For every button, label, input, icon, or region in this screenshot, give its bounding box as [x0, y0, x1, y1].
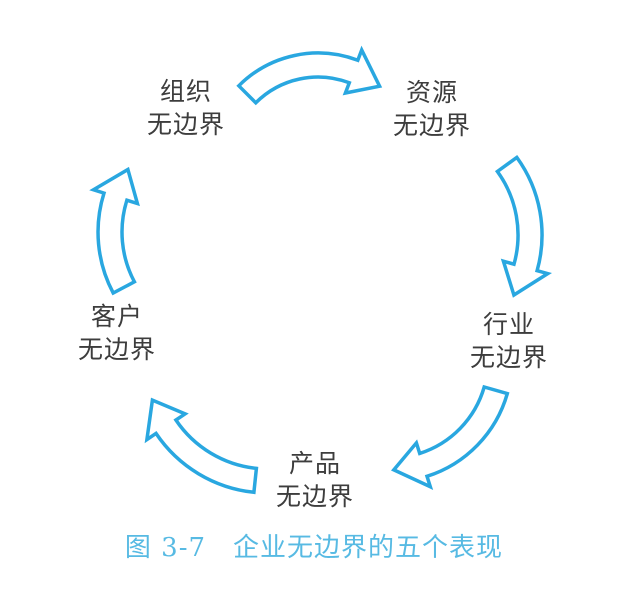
- node-customer: 客户 无边界: [78, 300, 156, 366]
- node-industry: 行业 无边界: [470, 308, 548, 374]
- node-product: 产品 无边界: [276, 447, 354, 513]
- figure-caption: 图 3-7 企业无边界的五个表现: [124, 533, 504, 563]
- node-organization-line2: 无边界: [146, 110, 226, 139]
- node-resources-line1: 资源: [405, 78, 459, 107]
- node-industry-line1: 行业: [482, 310, 536, 339]
- node-organization: 组织 无边界: [147, 75, 225, 141]
- curved-arrow-resources-to-industry-icon: [494, 154, 552, 298]
- curved-arrow-customer-to-organization-icon: [89, 166, 140, 296]
- node-industry-line2: 无边界: [469, 343, 549, 372]
- node-customer-line2: 无边界: [77, 335, 157, 364]
- node-resources: 资源 无边界: [393, 76, 471, 142]
- node-organization-line1: 组织: [159, 77, 213, 106]
- curved-arrow-organization-to-resources-icon: [236, 45, 383, 106]
- curved-arrow-product-to-customer-icon: [144, 397, 259, 495]
- node-resources-line2: 无边界: [392, 111, 472, 140]
- node-customer-line1: 客户: [90, 302, 144, 331]
- node-product-line2: 无边界: [275, 482, 355, 511]
- node-product-line1: 产品: [288, 449, 342, 478]
- curved-arrow-industry-to-product-icon: [390, 384, 510, 490]
